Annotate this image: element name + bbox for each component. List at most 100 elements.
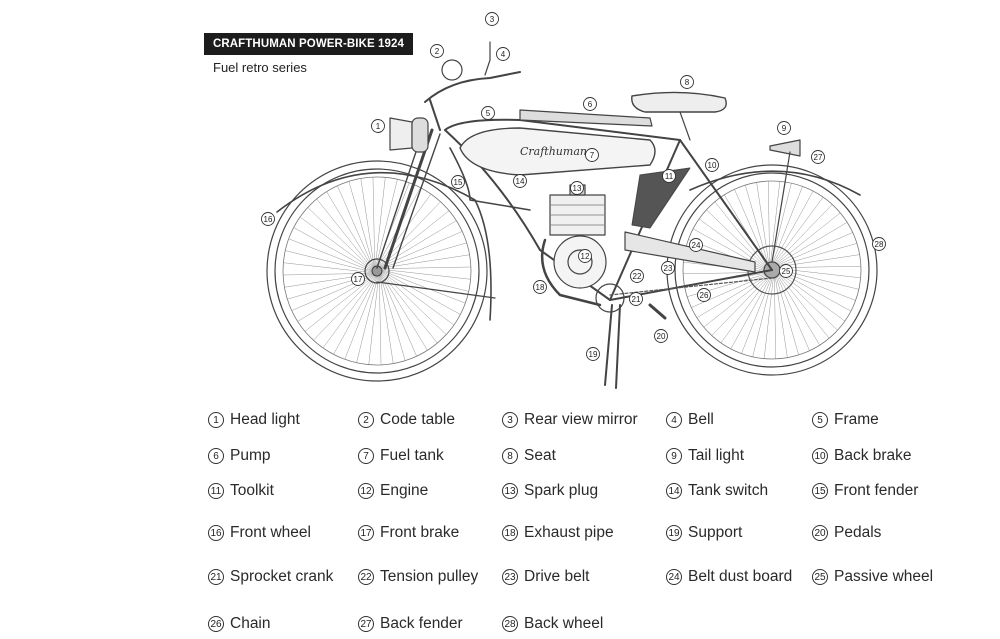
legend-number: 26: [208, 616, 224, 632]
svg-text:6: 6: [588, 100, 593, 109]
callout-25: 25: [779, 264, 793, 278]
callout-2: 2: [430, 44, 444, 58]
legend-number: 18: [502, 525, 518, 541]
callout-6: 6: [583, 97, 597, 111]
legend-number: 27: [358, 616, 374, 632]
svg-text:13: 13: [573, 184, 582, 193]
legend-label: Back fender: [380, 615, 463, 632]
legend-number: 20: [812, 525, 828, 541]
svg-text:11: 11: [665, 172, 674, 181]
legend-label: Chain: [230, 615, 271, 632]
legend-number: 3: [502, 412, 518, 428]
callout-24: 24: [689, 238, 703, 252]
back-wheel-drawing: [666, 164, 878, 376]
svg-text:26: 26: [700, 291, 709, 300]
svg-text:22: 22: [633, 272, 642, 281]
legend-number: 14: [666, 483, 682, 499]
svg-text:17: 17: [354, 275, 363, 284]
legend-item-13: 13 Spark plug: [502, 481, 598, 501]
bike-illustration: Crafthuman: [261, 12, 886, 389]
legend-item-10: 10 Back brake: [812, 446, 912, 466]
legend-number: 10: [812, 448, 828, 464]
legend-label: Toolkit: [230, 482, 274, 499]
legend-number: 17: [358, 525, 374, 541]
callout-13: 13: [570, 181, 584, 195]
legend-item-24: 24 Belt dust board: [666, 567, 792, 587]
legend-label: Passive wheel: [834, 568, 934, 585]
legend-item-27: 27 Back fender: [358, 614, 463, 634]
legend-number: 22: [358, 569, 374, 585]
legend-label: Rear view mirror: [524, 411, 638, 428]
front-fender-drawing: [276, 171, 492, 321]
legend-item-26: 26 Chain: [208, 614, 271, 634]
svg-text:2: 2: [435, 47, 440, 56]
legend-label: Belt dust board: [688, 568, 793, 585]
callout-12: 12: [578, 249, 592, 263]
svg-text:24: 24: [692, 241, 701, 250]
callout-5: 5: [481, 106, 495, 120]
legend-label: Back brake: [834, 447, 912, 464]
legend-label: Front wheel: [230, 524, 311, 541]
callout-17: 17: [351, 272, 365, 286]
legend-label: Engine: [380, 482, 429, 499]
callout-7: 7: [585, 148, 599, 162]
legend-label: Pedals: [834, 524, 882, 541]
legend-number: 25: [812, 569, 828, 585]
legend-number: 5: [812, 412, 828, 428]
fuel-tank-drawing: [459, 127, 656, 176]
legend-label: Head light: [230, 411, 300, 428]
legend-label: Tank switch: [688, 482, 769, 499]
legend-label: Frame: [834, 411, 879, 428]
legend-number: 1: [208, 412, 224, 428]
svg-text:18: 18: [536, 283, 545, 292]
legend-number: 15: [812, 483, 828, 499]
legend-number: 4: [666, 412, 682, 428]
svg-text:10: 10: [708, 161, 717, 170]
callout-15: 15: [451, 175, 465, 189]
callout-23: 23: [661, 261, 675, 275]
legend-number: 9: [666, 448, 682, 464]
svg-text:8: 8: [685, 78, 690, 87]
legend-number: 23: [502, 569, 518, 585]
legend-number: 24: [666, 569, 682, 585]
callout-27: 27: [811, 150, 825, 164]
legend-item-20: 20 Pedals: [812, 523, 881, 543]
callout-9: 9: [777, 121, 791, 135]
legend-label: Tension pulley: [380, 568, 479, 585]
svg-text:9: 9: [782, 124, 787, 133]
diagram-subtitle: Fuel retro series: [213, 60, 307, 75]
legend-item-5: 5 Frame: [812, 410, 879, 430]
svg-text:14: 14: [516, 177, 525, 186]
callout-16: 16: [261, 212, 275, 226]
tail-light-drawing: [769, 139, 801, 157]
legend-label: Tail light: [688, 447, 744, 464]
callout-20: 20: [654, 329, 668, 343]
legend-number: 7: [358, 448, 374, 464]
legend-item-3: 3 Rear view mirror: [502, 410, 638, 430]
svg-text:4: 4: [501, 50, 506, 59]
toolkit-drawing: [631, 167, 691, 229]
svg-text:5: 5: [486, 109, 491, 118]
svg-text:3: 3: [490, 15, 495, 24]
exhaust-drawing: [540, 238, 602, 307]
svg-text:12: 12: [581, 252, 590, 261]
legend-item-1: 1 Head light: [208, 410, 300, 430]
legend-item-14: 14 Tank switch: [666, 481, 768, 501]
legend-label: Sprocket crank: [230, 568, 334, 585]
legend-label: Spark plug: [524, 482, 599, 499]
legend-number: 8: [502, 448, 518, 464]
legend-number: 13: [502, 483, 518, 499]
belt-dust-board-drawing: [624, 231, 756, 273]
